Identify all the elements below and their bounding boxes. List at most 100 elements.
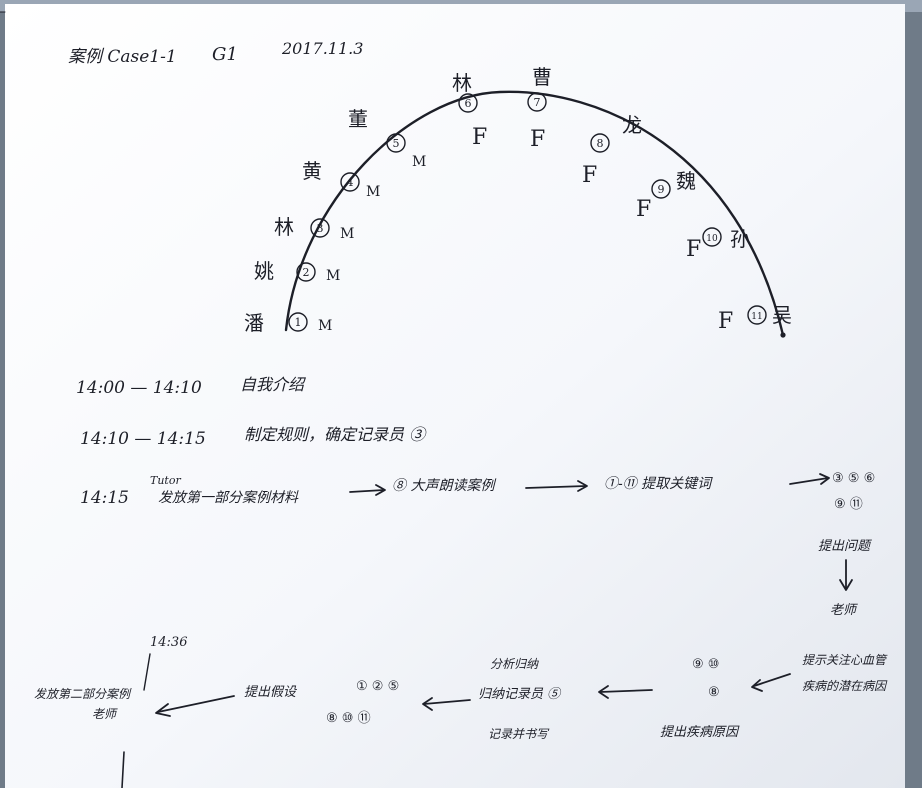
student-gender: M — [326, 268, 340, 284]
flow-bottom-mid-label-2: 归纳记录员 ⑤ — [478, 687, 562, 702]
student-surname: 龙 — [622, 113, 642, 137]
student-surname: 林 — [274, 215, 294, 239]
arrow-6 — [423, 699, 471, 705]
flow-right-nums-1: ③ ⑤ ⑥ — [832, 471, 875, 486]
flow-bottom-row: ⑨ ⑩ ⑧ 提出疾病原因 分析归纳 归纳记录员 ⑤ 记录并书写 ① ② ⑤ ⑧ … — [34, 635, 791, 788]
arrow-6-head — [422, 697, 433, 711]
student-number: 4 — [347, 176, 354, 189]
student-seat-circle — [386, 133, 406, 153]
schedule-time-3: 14:15 — [80, 488, 129, 508]
student-number: 5 — [393, 137, 400, 150]
seating-arc — [284, 90, 785, 337]
flow-bottom-nums-a-2: ⑧ — [708, 685, 720, 700]
arrow-2 — [525, 485, 587, 489]
student-number: 11 — [751, 312, 762, 322]
student-surname: 魏 — [676, 169, 696, 193]
student-number: 8 — [597, 137, 604, 150]
arrow-down-head — [839, 579, 853, 591]
flow-bottom-label-b: 提出假设 — [244, 685, 298, 700]
student-seat-circle — [296, 262, 316, 282]
flow-bottom-mid-label-3: 记录并书写 — [488, 727, 550, 741]
continuation-line — [121, 751, 125, 788]
student-seat-circle — [340, 172, 360, 192]
flow-bottom-label-a: 提出疾病原因 — [660, 725, 740, 740]
arrow-5 — [599, 689, 653, 693]
arrow-3 — [789, 477, 829, 485]
schedule-text-2: 制定规则，确定记录员 ③ — [244, 425, 427, 444]
header-date: 2017.11.3 — [281, 39, 363, 58]
arrow-7 — [157, 695, 235, 713]
student-number: 1 — [295, 316, 302, 329]
student-gender: M — [366, 184, 380, 200]
student-number: 7 — [534, 96, 541, 109]
arrow-5-head — [598, 685, 609, 699]
student-gender: F — [718, 309, 733, 334]
student-gender: M — [318, 318, 332, 334]
student-seat-circle — [651, 179, 671, 199]
student-number: 2 — [303, 266, 310, 279]
schedule-text-1: 自我介绍 — [240, 375, 306, 394]
final-label-2: 老师 — [92, 707, 118, 721]
schedule: 14:00 — 14:10 自我介绍 14:10 — 14:15 制定规则，确定… — [76, 375, 427, 508]
flow-right-nums-2: ⑨ ⑪ — [834, 497, 863, 512]
flow-right-label-1: 提出问题 — [818, 539, 873, 554]
student-surname: 潘 — [244, 311, 264, 335]
student-gender: M — [412, 154, 426, 170]
student-gender: F — [582, 163, 597, 188]
student-surname: 黄 — [302, 159, 322, 183]
student-seat-circle — [288, 312, 308, 332]
flow-step-1: 发放第一部分案例材料 — [158, 490, 299, 506]
header-case: 案例 Case1-1 — [68, 47, 177, 67]
student-gender: F — [530, 127, 545, 152]
final-time-tick — [143, 653, 151, 691]
final-label-1: 发放第二部分案例 — [34, 687, 132, 701]
student-surname: 吴 — [772, 303, 792, 327]
student-seat-circle — [310, 218, 330, 238]
schedule-time-2: 14:10 — 14:15 — [80, 429, 206, 449]
student-number: 3 — [317, 222, 324, 235]
schedule-time-1: 14:00 — 14:10 — [76, 378, 202, 398]
flow-right-label-2: 老师 — [830, 603, 858, 618]
student-surname: 董 — [348, 107, 368, 131]
paper-sheet — [5, 4, 905, 788]
student-surname: 曹 — [532, 65, 552, 89]
student-surname: 姚 — [254, 259, 274, 283]
student-seat-circle — [747, 305, 767, 325]
student-surname: 林 — [452, 71, 472, 95]
arrow-7-head — [155, 703, 171, 717]
student-gender: F — [686, 237, 701, 262]
flow-step-3: ①-⑪ 提取关键词 — [604, 476, 713, 492]
flow-bottom-right-label-1: 提示关注心血管 — [802, 653, 888, 667]
student-surname: 孙 — [730, 227, 750, 251]
flow-bottom-mid-label-1: 分析归纳 — [490, 657, 539, 671]
header: 案例 Case1-1 G1 2017.11.3 — [68, 39, 363, 67]
arrow-2-head — [577, 480, 588, 492]
student-gender: F — [472, 125, 487, 150]
final-time: 14:36 — [150, 635, 187, 650]
header-group: G1 — [212, 44, 238, 65]
student-gender: F — [636, 197, 651, 222]
arrow-3-head — [819, 473, 830, 485]
student-number: 6 — [465, 97, 472, 110]
student-number: 9 — [658, 183, 665, 196]
flow-bottom-nums-b-2: ⑧ ⑩ ⑪ — [326, 711, 371, 726]
tutor-label: Tutor — [150, 474, 181, 487]
student-seat-circle — [458, 93, 478, 113]
flow-step-2: ⑧ 大声朗读案例 — [392, 478, 496, 494]
arrow-1-head — [375, 484, 386, 496]
student-gender: M — [340, 226, 354, 242]
flow-top-row: Tutor 发放第一部分案例材料 ⑧ 大声朗读案例 ①-⑪ 提取关键词 ③ ⑤ … — [150, 471, 875, 512]
student-seat-circle — [590, 133, 610, 153]
student-seat-circle — [527, 92, 547, 112]
arrow-4-head — [751, 679, 763, 692]
arc-end-dot — [780, 332, 786, 338]
flow-bottom-right-label-2: 疾病的潜在病因 — [802, 679, 888, 693]
arrow-4 — [753, 673, 791, 687]
student-number: 10 — [706, 234, 718, 244]
arrow-1 — [349, 489, 385, 493]
student-seat-circle — [702, 227, 722, 247]
flow-bottom-nums-a-1: ⑨ ⑩ — [692, 657, 719, 672]
flow-right-column: 提出问题 老师 提示关注心血管 疾病的潜在病因 — [802, 539, 888, 693]
